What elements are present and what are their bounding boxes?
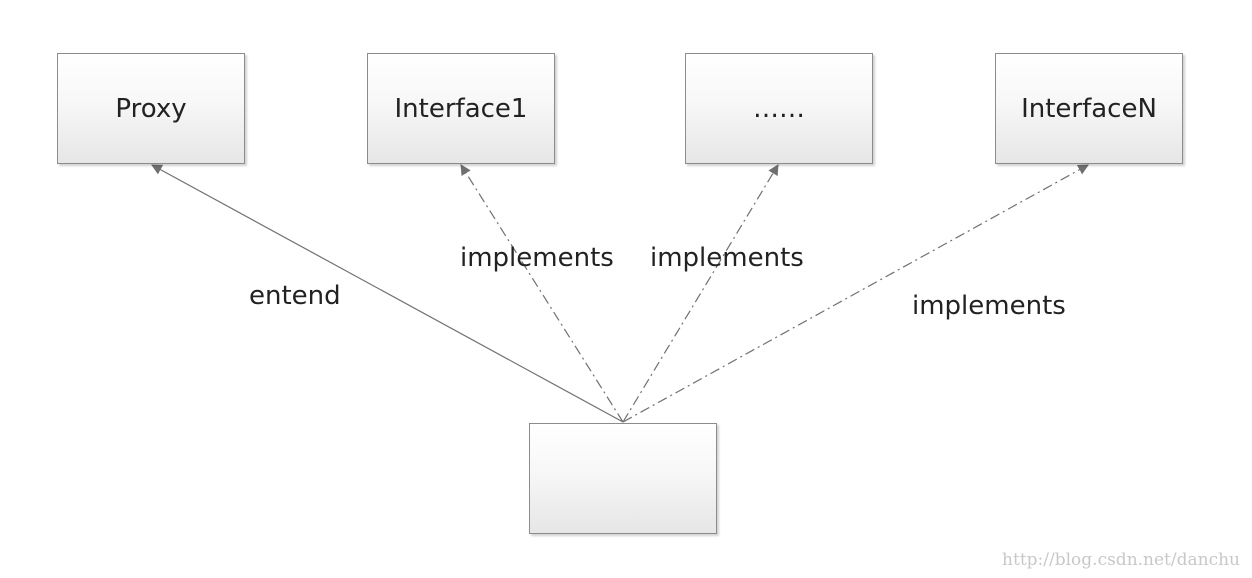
node-interface1[interactable]: Interface1 — [367, 53, 555, 164]
node-proxy-label: Proxy — [115, 93, 187, 124]
watermark-text: http://blog.csdn.net/danchu — [1002, 550, 1240, 570]
node-proxy[interactable]: Proxy — [57, 53, 245, 164]
node-implementation[interactable] — [529, 423, 717, 534]
node-interfaceN-label: InterfaceN — [1021, 93, 1157, 124]
edge-label-extend: entend — [249, 281, 341, 311]
edge-label-implements-interface1: implements — [460, 243, 614, 273]
edge-label-implements-interfaceN: implements — [912, 291, 1066, 321]
edge-implements-interfaceN — [622, 164, 1089, 423]
edge-extend — [151, 164, 624, 423]
node-ellipsis[interactable]: …… — [685, 53, 873, 164]
node-interface1-label: Interface1 — [394, 93, 528, 124]
edge-label-implements-ellipsis: implements — [650, 243, 804, 273]
node-interfaceN[interactable]: InterfaceN — [995, 53, 1183, 164]
edge-implements-interface1 — [460, 164, 624, 423]
node-ellipsis-label: …… — [753, 93, 805, 124]
edge-implements-ellipsis — [622, 164, 779, 423]
